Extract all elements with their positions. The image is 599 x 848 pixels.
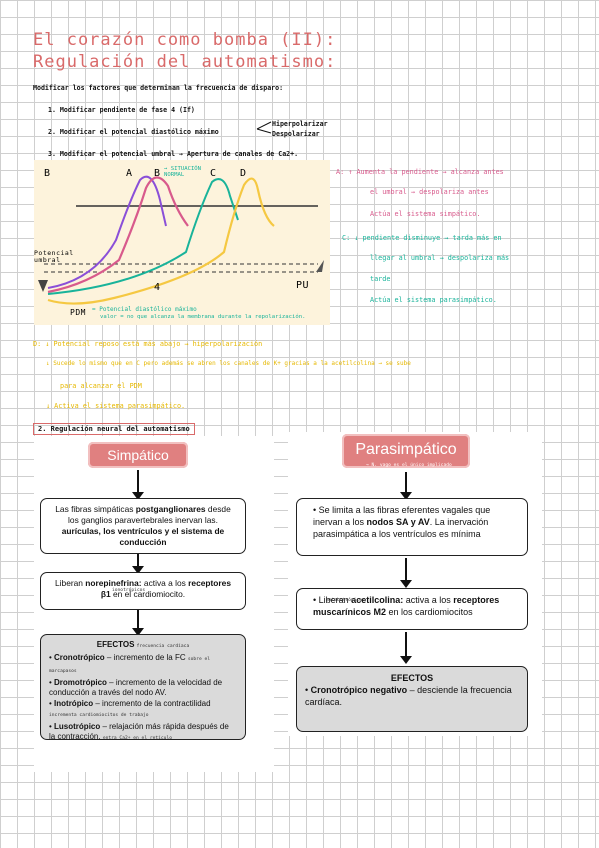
label-d: D [240, 168, 247, 179]
note-c-4: Actúa el sistema parasimpático. [370, 296, 497, 304]
note-d-4: ↓ Activa el sistema parasimpático. [46, 402, 186, 410]
label-b: B [154, 168, 161, 179]
situacion-normal-label: → SITUACIÓN NORMAL [164, 166, 202, 178]
action-potential-curves [38, 175, 324, 305]
note-a-1: A: ↑ Aumenta la pendiente → alcanza ante… [336, 168, 504, 176]
simpatico-effects-box: EFECTOS frecuencia cardíaca • Cronotrópi… [40, 634, 246, 741]
arrow-down-icon [132, 554, 144, 574]
page-title-line1: El corazón como bomba (II): [33, 30, 337, 50]
pdm-label: PDM [70, 308, 86, 317]
simpatico-box-1: Las fibras simpáticas postganglionares d… [40, 498, 246, 554]
branch-arrow-icon [256, 121, 272, 134]
note-d-1: D: ↓ Potencial reposo está más abajo → h… [33, 340, 263, 348]
arrow-down-icon [400, 472, 412, 500]
label-c: C [210, 168, 217, 179]
note-c-1: C: ↓ pendiente disminuye → tarda más en [342, 234, 502, 242]
pu-label: PU [296, 280, 310, 291]
pdm-desc: = Potencial diastólico máximo [92, 306, 197, 313]
step-2a: Hiperpolarizar [272, 120, 328, 128]
arrow-down-icon [132, 610, 144, 636]
parasimpatico-effects-box: EFECTOS • Cronotrópico negativo – descie… [296, 666, 528, 732]
note-d-3: para alcanzar el PDM [60, 382, 142, 390]
parasimpatico-note: → N. vago es el único implicado [366, 463, 452, 468]
intro-text: Modificar los factores que determinan la… [33, 84, 284, 92]
note-d-2: ↓ Sucede lo mismo que en C pero además s… [46, 360, 411, 367]
arrow-down-icon [400, 558, 412, 588]
arrow-down-icon [132, 470, 144, 500]
note-a-3: Actúa el sistema simpático. [370, 210, 481, 218]
note-c-3: tarde [370, 275, 391, 283]
simpatico-pill: Simpático [88, 442, 188, 468]
parasimpatico-box-1: • Se limita a las fibras eferentes vagal… [296, 498, 528, 556]
phase-4-label: 4 [154, 282, 161, 293]
simpatico-box-2: Liberan norepinefrina: activa a los rece… [40, 572, 246, 610]
step-3: 3. Modificar el potencial umbral → Apert… [48, 150, 299, 158]
pdm-note: valor = no que alcanza la membrana duran… [100, 314, 306, 320]
section-2-title: 2. Regulación neural del automatismo [33, 423, 195, 435]
arrow-down-icon [400, 632, 412, 664]
page-title-line2: Regulación del automatismo: [33, 52, 337, 72]
parasimpatico-box-2: • Liberan acetilcolina: activa a los rec… [296, 588, 528, 630]
step-2: 2. Modificar el potencial diastólico máx… [48, 128, 219, 136]
note-c-2: llegar al umbral → despolariza más [370, 254, 510, 262]
step-2b: Despolarizar [272, 130, 320, 138]
step-1: 1. Modificar pendiente de fase 4 (If) [48, 106, 195, 114]
label-b-left: B [44, 168, 51, 179]
umbral-label: Potencial umbral [34, 249, 74, 264]
action-potential-graph: B A B C D → SITUACIÓN NORMAL Potencial u… [34, 160, 330, 325]
note-a-2: el umbral → despolariza antes [370, 188, 489, 196]
metabotropicos-note: metabotrópicos [326, 598, 365, 603]
ionotropicos-note: ionotrópicos [112, 588, 146, 593]
label-a: A [126, 168, 133, 179]
parasimpatico-pill: Parasimpático [342, 434, 470, 468]
